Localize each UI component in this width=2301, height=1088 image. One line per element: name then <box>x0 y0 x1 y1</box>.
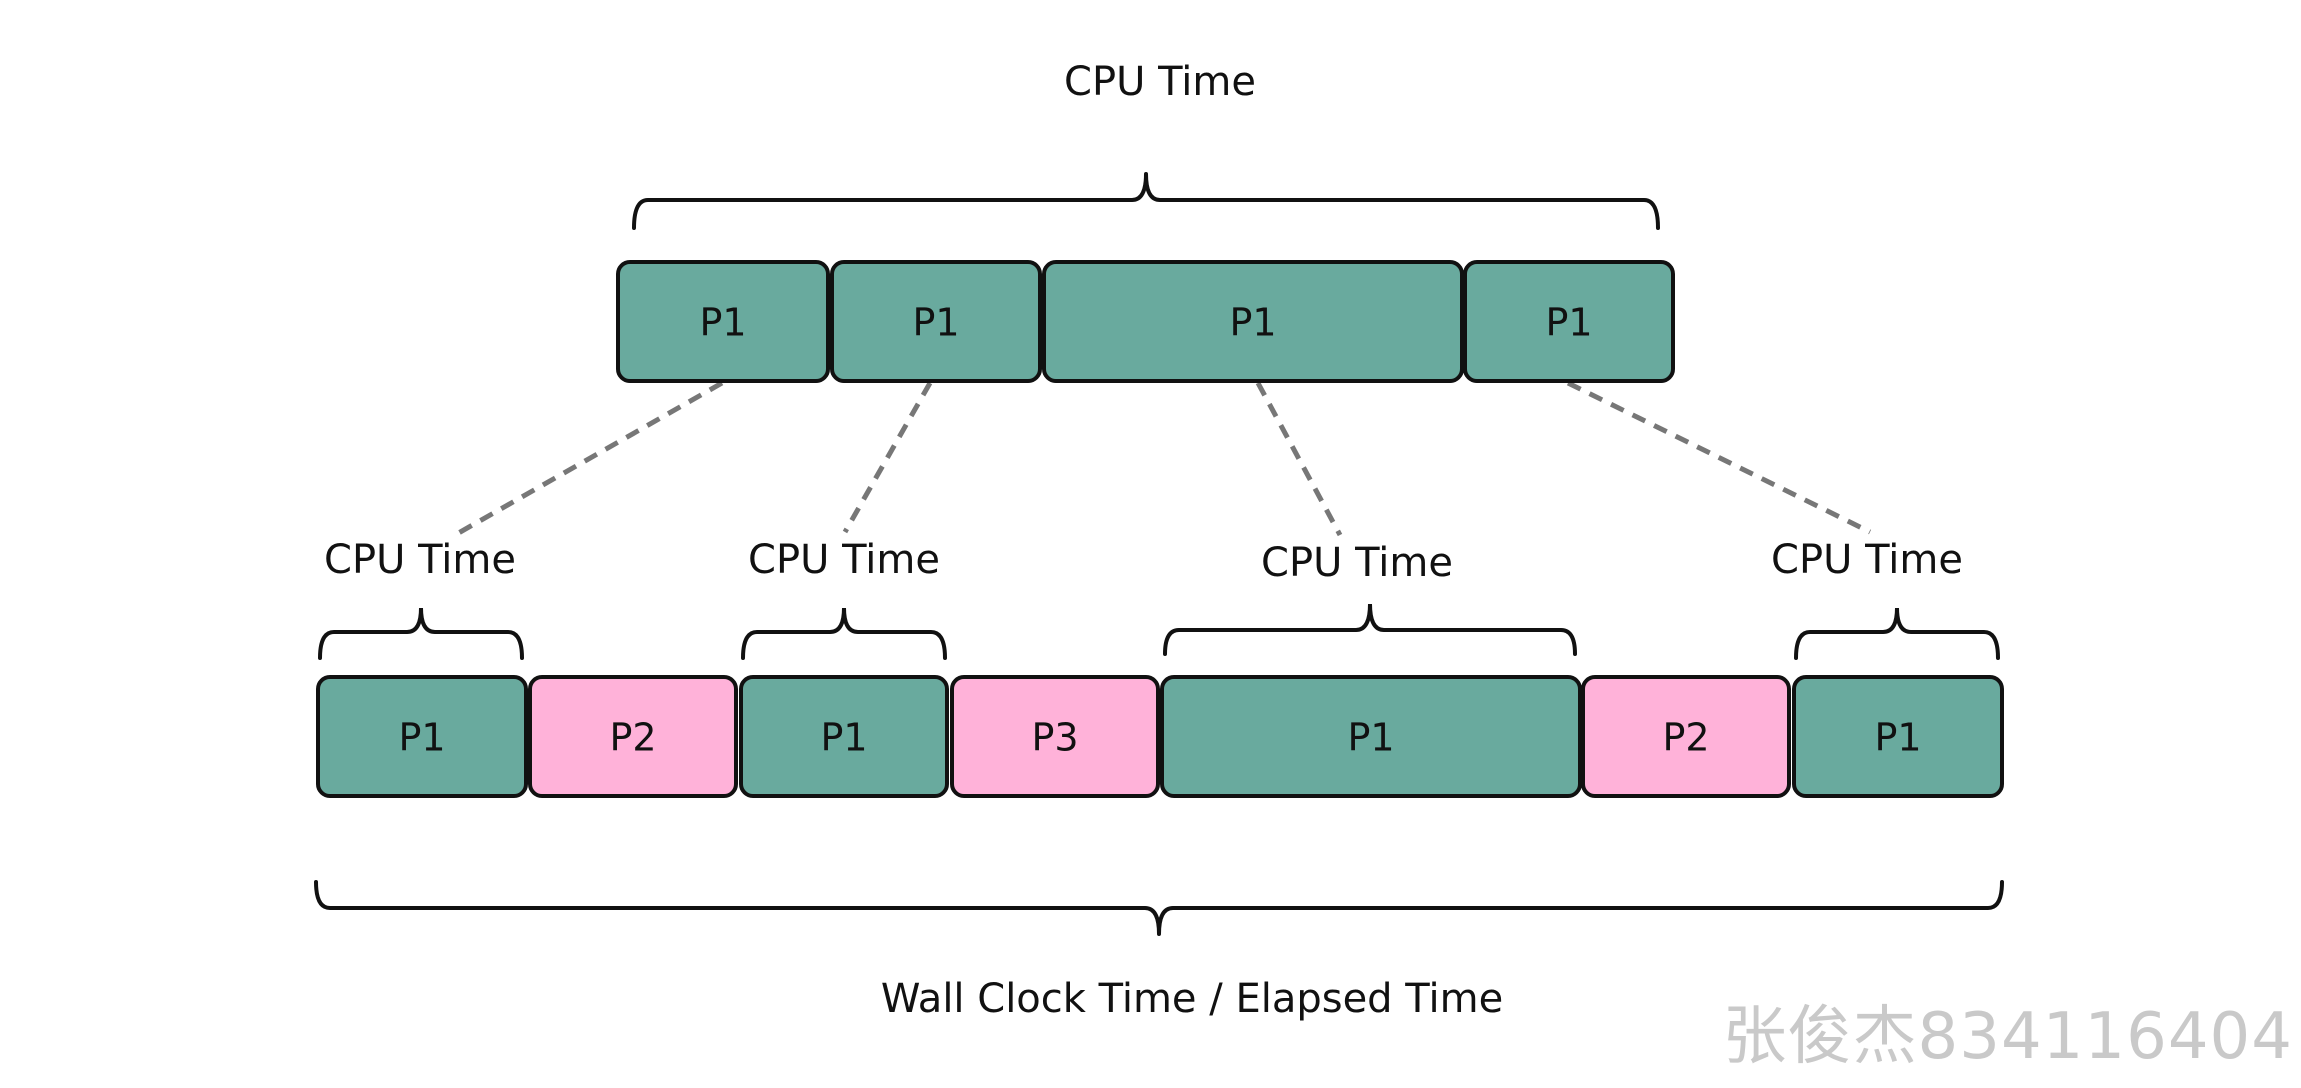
bottom-block-2 <box>528 675 738 798</box>
wall-clock-time-label: Wall Clock Time / Elapsed Time <box>881 976 1503 1022</box>
top-block-label-1: P1 <box>699 301 746 345</box>
top-block-3 <box>1042 260 1464 383</box>
top-block-label-4: P1 <box>1545 301 1592 345</box>
bottom-block-label-2: P2 <box>609 716 656 760</box>
top-block-4 <box>1463 260 1675 383</box>
bottom-block-label-3: P1 <box>820 716 867 760</box>
dashed-connector-2 <box>842 381 933 534</box>
bottom-block-label-1: P1 <box>398 716 445 760</box>
bottom-block-label-4: P3 <box>1031 716 1078 760</box>
bottom-row: P1 P2 P1 P3 P1 P2 P1 <box>316 675 2004 798</box>
bottom-block-label-6: P2 <box>1662 716 1709 760</box>
watermark: 张俊杰834116404 <box>1722 1000 2293 1074</box>
segment-brace-4 <box>1794 607 2000 660</box>
bottom-block-label-5: P1 <box>1347 716 1394 760</box>
top-block-2 <box>830 260 1042 383</box>
segment-braces <box>318 603 2000 660</box>
top-block-label-3: P1 <box>1229 301 1276 345</box>
top-cpu-time-label: CPU Time <box>1064 59 1256 105</box>
bottom-block-5 <box>1160 675 1582 798</box>
top-block-1 <box>616 260 830 383</box>
segment-cpu-time-label-2: CPU Time <box>748 537 940 583</box>
bottom-block-7 <box>1792 675 2004 798</box>
dashed-connector-1 <box>453 380 724 538</box>
segment-brace-1 <box>318 607 524 660</box>
top-brace <box>632 172 1660 230</box>
bottom-block-4 <box>950 675 1160 798</box>
bottom-block-3 <box>739 675 949 798</box>
dashed-connector-3 <box>1255 381 1343 537</box>
segment-cpu-time-label-3: CPU Time <box>1261 540 1453 586</box>
segment-brace-2 <box>741 607 947 660</box>
bottom-block-6 <box>1581 675 1791 798</box>
dashed-connector-4 <box>1566 380 1872 535</box>
segment-cpu-time-label-4: CPU Time <box>1771 537 1963 583</box>
bottom-block-label-7: P1 <box>1874 716 1921 760</box>
segment-brace-3 <box>1163 603 1577 656</box>
top-row: P1 P1 P1 P1 <box>616 260 1675 383</box>
segment-cpu-time-label-1: CPU Time <box>324 537 516 583</box>
connector-lines <box>453 380 1872 538</box>
bottom-block-1 <box>316 675 528 798</box>
top-block-label-2: P1 <box>912 301 959 345</box>
wall-clock-brace <box>314 880 2004 936</box>
